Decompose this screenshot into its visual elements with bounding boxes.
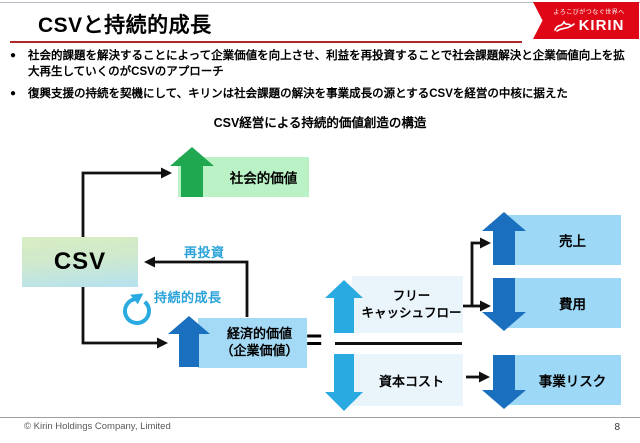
bullet-marker: ● <box>10 50 17 61</box>
fcf-to-expenses-arrowhead-icon <box>480 300 491 312</box>
top-divider <box>0 2 640 3</box>
fcf-branch-connector <box>463 241 481 308</box>
copyright-text: © Kirin Holdings Company, Limited <box>24 421 171 432</box>
footer-divider <box>0 417 640 418</box>
logo-brand-row: KIRIN <box>548 17 625 34</box>
logo-tagline: よろこびがつなぐ世界へ <box>553 10 625 16</box>
logo-brand-text: KIRIN <box>578 17 625 34</box>
diagram-title: CSV経営による持続的価値創造の構造 <box>213 116 427 130</box>
node-sales: 売上 <box>508 215 621 265</box>
kirin-logo: よろこびがつなぐ世界へ KIRIN <box>533 2 639 39</box>
capital-to-risk-arrowhead-icon <box>479 371 490 383</box>
node-csv: CSV <box>22 237 138 287</box>
bullet-item: ● 復興支援の持続を契機にして、キリンは社会課題の解決を事業成長の源とするCSV… <box>10 86 632 102</box>
page-title: CSVと持続的成長 <box>38 14 212 37</box>
page-number: 8 <box>614 422 620 433</box>
csv-to-economic-arrowhead-icon <box>157 337 168 349</box>
node-capital-cost: 資本コスト <box>352 354 463 406</box>
csv-to-economic-connector <box>81 287 158 345</box>
equals-sign: = <box>306 324 323 355</box>
csv-to-social-arrowhead-icon <box>161 167 172 179</box>
cycle-arrowhead-icon <box>130 293 144 305</box>
node-economic-value: 経済的価値 （企業価値） <box>198 318 307 368</box>
node-social-value: 社会的価値 <box>178 157 309 197</box>
kirin-emblem-icon <box>553 20 575 32</box>
bullet-text: 社会的課題を解決することによって企業価値を向上させ、利益を再投資することで社会課… <box>28 50 625 79</box>
bullet-list: ● 社会的課題を解決することによって企業価値を向上させ、利益を再投資することで社… <box>10 48 632 107</box>
node-expenses: 費用 <box>508 278 621 328</box>
node-economic-value-sublabel: （企業価値） <box>220 343 299 358</box>
node-fcf-line1: フリー <box>392 289 431 304</box>
bullet-text: 復興支援の持続を契機にして、キリンは社会課題の解決を事業成長の源とするCSVを経… <box>28 87 568 100</box>
fcf-to-sales-arrowhead-icon <box>480 237 491 249</box>
sustainable-growth-label: 持続的成長 <box>154 290 222 305</box>
node-economic-value-label: 経済的価値 <box>226 326 292 342</box>
bullet-item: ● 社会的課題を解決することによって企業価値を向上させ、利益を再投資することで社… <box>10 48 632 81</box>
reinvestment-arrowhead-icon <box>144 256 155 268</box>
node-business-risk: 事業リスク <box>508 355 621 405</box>
cycle-arrow-icon <box>123 297 151 325</box>
reinvestment-label: 再投資 <box>184 245 225 260</box>
bullet-marker: ● <box>10 87 17 99</box>
csv-to-social-connector <box>81 171 162 237</box>
title-underline <box>10 41 522 43</box>
node-free-cash-flow: フリー キャッシュフロー <box>352 276 463 333</box>
node-fcf-line2: キャッシュフロー <box>361 305 462 320</box>
